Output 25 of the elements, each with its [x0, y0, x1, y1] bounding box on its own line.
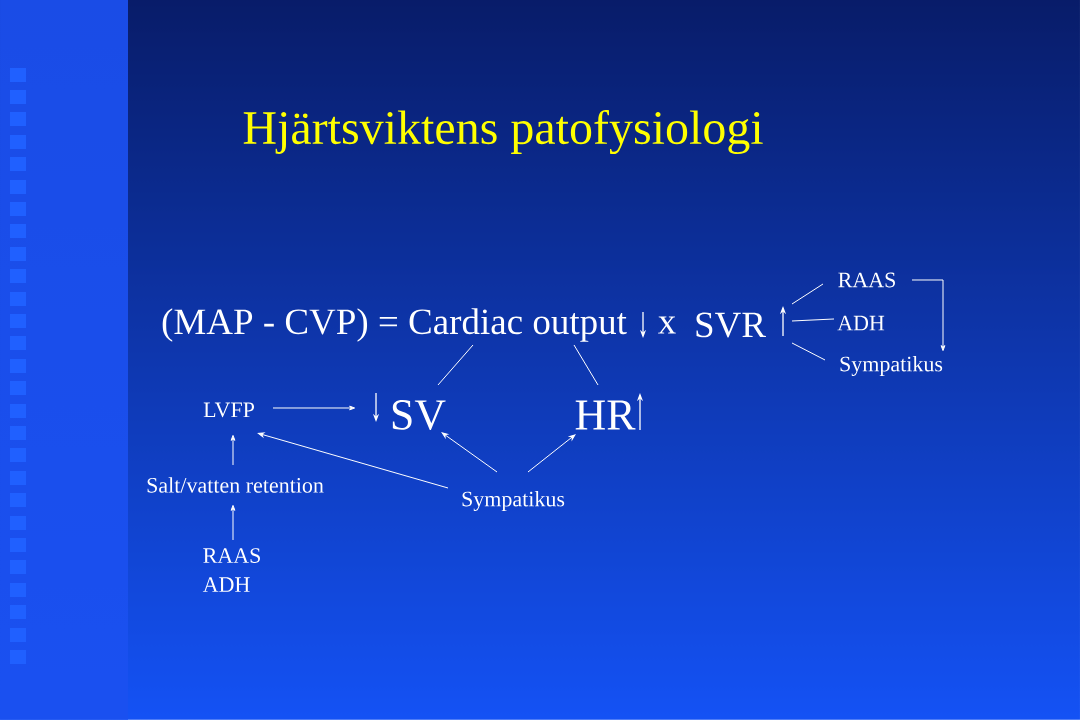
term-label: SV — [392, 400, 446, 430]
arrow — [230, 434, 236, 466]
term-label: HR — [575, 400, 636, 430]
term-label: LVFP — [203, 402, 255, 418]
term-label: Salt/vatten retention — [147, 477, 324, 493]
term-label: ADH — [837, 315, 885, 331]
arrow — [527, 434, 576, 473]
arrow — [441, 432, 498, 473]
connector-line — [791, 283, 824, 305]
term-label: SVR — [696, 312, 766, 338]
term-label: Sympatikus — [840, 356, 943, 376]
connector-line — [437, 344, 474, 386]
connector-line — [573, 344, 599, 386]
arrow — [230, 504, 236, 541]
term-label: Sympatikus — [462, 491, 565, 511]
connector-line — [791, 342, 826, 361]
term-label: (MAP - CVP) = Cardiac output — [162, 308, 627, 342]
arrow — [272, 405, 356, 411]
connector-line — [791, 318, 835, 322]
arrow — [257, 432, 449, 489]
slide-title: Hjärtsviktens patofysiologi — [243, 109, 763, 155]
term-label: RAAS — [838, 272, 895, 288]
arrow — [911, 279, 946, 352]
term-label: RAAS ADH — [202, 548, 260, 592]
multiplication-sign: x — [658, 316, 676, 334]
